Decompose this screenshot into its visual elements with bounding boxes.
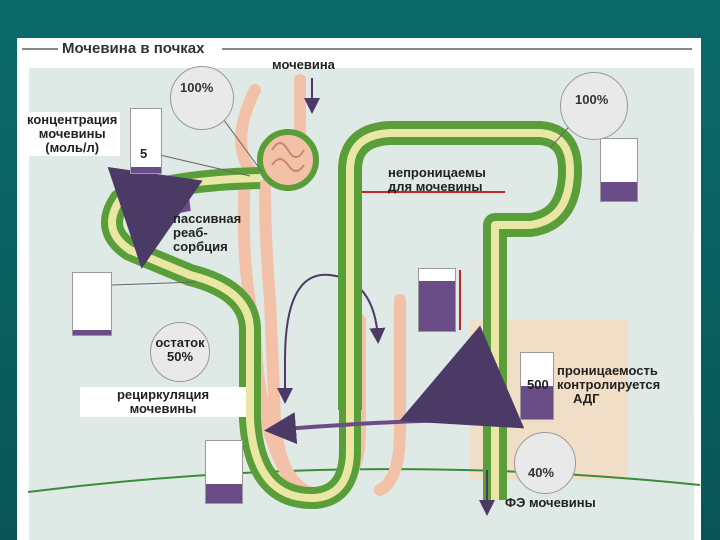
kidney-outline [28,469,700,492]
beaker-bottom-left [205,440,243,504]
impermeable-line2: для мочевины [388,180,486,194]
passive-line3: сорбция [173,240,241,254]
fe-label: ФЭ мочевины [505,496,596,510]
urea-top-label: мочевина [272,58,335,72]
beaker-right-top [600,138,638,202]
bubble-bottom [514,432,576,494]
permeability-line1: проницаемость [557,364,660,378]
impermeable-line1: непроницаемы [388,166,486,180]
bubble-left [170,66,234,130]
beaker-fill [206,484,242,503]
passive-line2: реаб- [173,226,241,240]
beaker-fill [419,281,455,331]
conc-value-500: 500 [527,378,549,392]
beaker-impermeable [418,268,456,332]
remainder-line2: 50% [152,350,208,364]
permeability-label: проницаемость контролируется АДГ [557,364,660,406]
recirculation-arrow [272,420,470,430]
beaker-fill [601,182,637,201]
beaker-left-mid [72,272,112,336]
recirculation-label: рециркуляция мочевины [80,387,246,417]
concentration-line1: концентрация [27,113,117,127]
permeability-line2: контролируется [557,378,660,392]
remainder-label: остаток 50% [152,336,208,364]
permeability-line3: АДГ [557,392,660,406]
concentration-line3: (моль/л) [27,141,117,155]
recirc-line2: мочевины [83,402,243,416]
passive-label: пассивная реаб- сорбция [173,212,241,254]
passive-line1: пассивная [173,212,241,226]
beaker-left-top [130,108,162,174]
beaker-fill [73,330,111,335]
glomerulus [260,132,316,188]
impermeable-label: непроницаемы для мочевины [388,166,486,194]
bubble-left-value: 100% [180,80,213,95]
bubble-right-value: 100% [575,92,608,107]
conc-value-5: 5 [140,147,147,161]
concentration-line2: мочевины [27,127,117,141]
bubble-bottom-value: 40% [528,465,554,480]
remainder-line1: остаток [152,336,208,350]
beaker-fill [131,167,161,173]
concentration-label: концентрация мочевины (моль/л) [24,112,120,156]
recirc-line1: рециркуляция [83,388,243,402]
